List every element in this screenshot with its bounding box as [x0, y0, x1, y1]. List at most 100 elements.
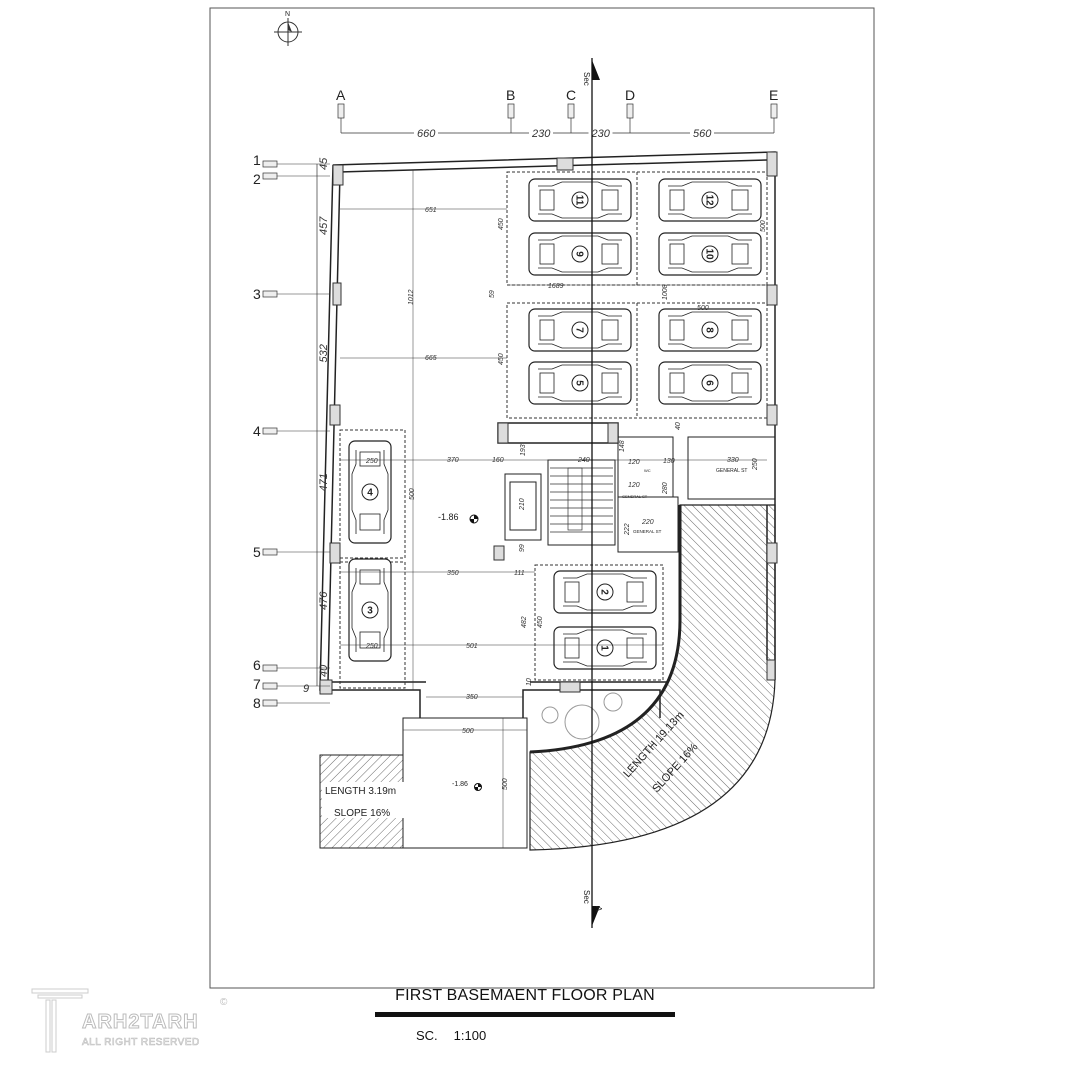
- dimension-value: 450: [498, 218, 505, 230]
- drawing-title: FIRST BASEMAENT FLOOR PLAN: [395, 987, 655, 1004]
- dimension-value: 250: [752, 458, 759, 471]
- dimension-value: 40: [675, 422, 682, 430]
- column: [493, 545, 505, 561]
- room-label-general-storage: GENERAL ST: [633, 529, 662, 534]
- column: [607, 422, 619, 444]
- dimension-value: 130: [663, 458, 675, 465]
- dimension-value: 1012: [408, 289, 415, 305]
- grid-column-spacing: 230: [531, 128, 551, 140]
- car-windshield-icon: [359, 451, 381, 467]
- car-rear-window-icon: [731, 372, 749, 394]
- parked-car-11: 11: [528, 178, 632, 222]
- dimension-value: 501: [466, 643, 478, 650]
- landscape-trees: [541, 692, 623, 740]
- dimension-value: 500: [462, 728, 474, 735]
- drawing-scale: SC. 1:100: [416, 1028, 502, 1043]
- grid-marker: [262, 172, 278, 180]
- column: [329, 404, 341, 426]
- parking-number-circle: [701, 321, 719, 339]
- car-windshield-icon: [539, 319, 555, 341]
- column: [329, 542, 341, 564]
- grid-column-spacing: 230: [591, 128, 611, 140]
- dimension-value: 1689: [548, 283, 564, 290]
- room-label-general-storage: GENERAL ST: [716, 468, 748, 474]
- dimension-value: 160: [492, 457, 504, 464]
- dimension-value: 350: [466, 694, 478, 701]
- dimension-value: 120: [628, 459, 640, 466]
- grid-marker: [507, 103, 515, 119]
- watermark-logo: ARH2TARH ALL RIGHT RESERVED ©: [30, 985, 230, 1055]
- dimension-value: 120: [628, 482, 640, 489]
- grid-row-spacing: 532: [318, 344, 330, 362]
- column: [766, 659, 776, 681]
- column: [766, 284, 778, 306]
- car-windshield-icon: [359, 569, 381, 585]
- car-outline-icon: [538, 181, 622, 219]
- dimension-value: 350: [447, 570, 459, 577]
- grid-marker: [262, 160, 278, 168]
- grid-row-label: 7: [253, 676, 261, 692]
- curved-ramp-inner-wall: [529, 505, 682, 754]
- car-rear-window-icon: [601, 372, 619, 394]
- column: [497, 422, 509, 444]
- dim-bg: [588, 127, 613, 138]
- structural-columns: [319, 151, 778, 695]
- parked-car-10: 10: [658, 232, 762, 276]
- parking-number: 11: [574, 195, 585, 206]
- parking-number-circle: [701, 245, 719, 263]
- scale-prefix: SC.: [416, 1028, 438, 1043]
- grid-marker: [626, 103, 634, 119]
- car-rear-window-icon: [601, 189, 619, 211]
- grid-column-label: E: [769, 87, 778, 103]
- parked-car-4: 4: [348, 440, 392, 544]
- car-outline-icon: [351, 450, 389, 534]
- car-outline-icon: [668, 181, 752, 219]
- car-outline-icon: [538, 235, 622, 273]
- dimension-value: 148: [619, 440, 626, 452]
- dimension-value: 280: [662, 482, 669, 495]
- grid-row-spacing: 476: [318, 591, 330, 610]
- dimension-value: 651: [425, 207, 437, 214]
- level-marker-entrance: -1.86: [452, 781, 482, 791]
- dimension-value: 500: [409, 488, 416, 500]
- dimension-value: 220: [641, 519, 654, 526]
- section-label-top: Sec: [582, 72, 591, 86]
- logo-copyright: ©: [220, 997, 228, 1008]
- room-label-general-storage: GENERAL ST: [622, 494, 648, 499]
- dimension-value: 222: [624, 523, 631, 536]
- parking-number: 12: [704, 194, 715, 206]
- car-rear-window-icon: [359, 631, 381, 649]
- grid-row-label: 1: [253, 152, 261, 168]
- grid-row-spacing: 9: [303, 683, 309, 695]
- column: [766, 542, 778, 564]
- sheet-border: [209, 7, 875, 989]
- column: [559, 681, 581, 693]
- logo-subtitle: ALL RIGHT RESERVED: [82, 1037, 200, 1049]
- parked-car-1: 1: [553, 626, 657, 670]
- grid-row-label: 8: [253, 695, 261, 711]
- car-rear-window-icon: [626, 637, 644, 659]
- parking-number: 10: [704, 248, 715, 260]
- dimension-value: 59: [489, 290, 496, 298]
- dimension-value: 370: [447, 457, 459, 464]
- car-windshield-icon: [669, 243, 685, 265]
- level-text: -1.86: [452, 781, 468, 788]
- room-label-wc: WC: [644, 468, 651, 473]
- grid-marker: [770, 103, 778, 119]
- left-ramp-slope: SLOPE 16%: [334, 808, 390, 819]
- scale-value: 1:100: [453, 1028, 487, 1043]
- grid-row-spacing: 457: [318, 216, 330, 235]
- parked-car-9: 9: [528, 232, 632, 276]
- parking-number: 3: [367, 606, 373, 617]
- grid-column-label: D: [625, 87, 635, 103]
- car-windshield-icon: [539, 372, 555, 394]
- column: [319, 679, 333, 695]
- dimension-value: 250: [365, 643, 378, 650]
- grid-column-label: C: [566, 87, 576, 103]
- car-rear-window-icon: [731, 243, 749, 265]
- title-underline: [375, 1012, 675, 1017]
- parking-number-circle: [361, 601, 379, 619]
- parking-number-circle: [701, 374, 719, 392]
- level-text: -1.86: [438, 512, 459, 522]
